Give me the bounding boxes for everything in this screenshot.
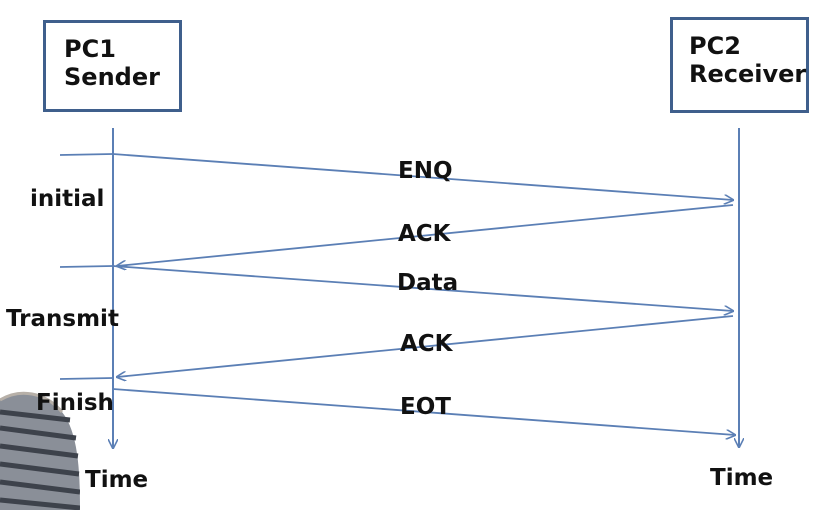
phase-tick-3 <box>59 377 114 380</box>
pc1-label: PC1 <box>64 35 116 63</box>
pc2-receiver-box: PC2 Receiver <box>670 17 809 113</box>
presenter-figure <box>0 360 80 510</box>
eot-arrow <box>112 388 735 435</box>
phase-initial-label: initial <box>30 186 105 212</box>
ack2-label: ACK <box>400 331 453 357</box>
pc2-time-label: Time <box>710 465 774 491</box>
ack1-label: ACK <box>398 221 451 247</box>
data-arrow <box>112 265 733 311</box>
pc2-role: Receiver <box>689 60 807 88</box>
ack1-arrow <box>117 204 734 266</box>
eot-label: EOT <box>400 394 451 420</box>
enq-arrow <box>112 153 733 200</box>
data-label: Data <box>397 270 459 296</box>
phase-tick-2 <box>59 265 114 268</box>
pc1-role: Sender <box>64 63 160 91</box>
phase-transmit-label: Transmit <box>6 306 119 332</box>
phase-tick-1 <box>59 153 114 156</box>
phase-finish-label: Finish <box>36 390 114 416</box>
enq-label: ENQ <box>398 158 453 184</box>
pc1-sender-box: PC1 Sender <box>43 20 182 112</box>
ack2-arrow <box>117 315 734 377</box>
pc1-time-label: Time <box>85 467 149 493</box>
pc2-label: PC2 <box>689 32 741 60</box>
